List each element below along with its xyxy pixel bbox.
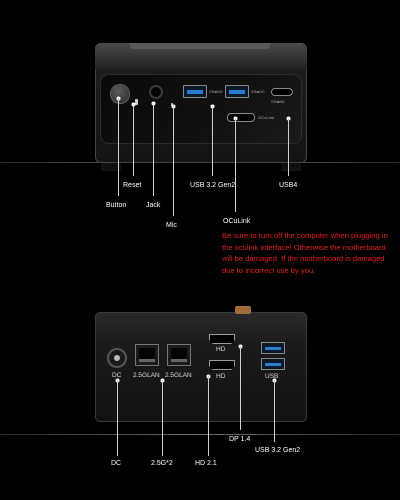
usb32-callout-line — [212, 106, 213, 176]
device-foot-left — [101, 163, 121, 171]
dc-power-jack — [109, 350, 125, 366]
hdmi-port — [209, 360, 235, 370]
hd21-label: HD 2.1 — [195, 460, 217, 467]
dp14-callout-line — [240, 346, 241, 430]
audio-jack — [151, 87, 161, 97]
oculink-label: OCuLink — [223, 218, 251, 225]
usb-port-label: USB — [265, 373, 279, 380]
usb4-callout-line — [288, 118, 289, 176]
lan2-port-label: 2.5GLAN — [165, 372, 192, 379]
usb-a-1-marking: SS⇄10 — [209, 89, 223, 94]
oculink-callout-line — [235, 118, 236, 212]
table-edge-bottom — [0, 434, 400, 435]
usb32-bottom-label: USB 3.2 Gen2 — [255, 447, 301, 454]
dc-callout-line — [117, 380, 118, 456]
lan-label: 2.5G*2 — [151, 460, 173, 467]
rear-usb-port-2 — [261, 358, 285, 370]
oculink-warning-text: Be sure to turn off the computer when pl… — [222, 231, 388, 275]
usb-a-2-marking: SS⇄10 — [251, 89, 265, 94]
button-callout-line — [118, 98, 119, 196]
lan1-port-label: 2.5GLAN — [133, 372, 160, 379]
lan-callout-line — [162, 380, 163, 456]
dc-label: DC — [111, 460, 122, 467]
usb32-top-label: USB 3.2 Gen2 — [190, 182, 236, 189]
usb32-bottom-callout-line — [274, 380, 275, 442]
reset-callout-line — [133, 104, 134, 176]
usb4-port — [271, 88, 293, 96]
oculink-marking: OCuLink — [258, 115, 275, 120]
hd-bottom-port-label: HD — [216, 373, 226, 380]
reset-label: Reset — [123, 182, 142, 189]
mini-pc-front: SS⇄10 SS⇄10 SS⇄40 OCuLink — [95, 43, 307, 171]
lan-port-2 — [167, 344, 191, 366]
mic-callout-line — [173, 106, 174, 216]
usb-a-port-1 — [183, 85, 207, 98]
hd-top-port-label: HD — [216, 346, 226, 353]
button-label: Button — [106, 202, 127, 209]
usb-a-port-2 — [225, 85, 249, 98]
dp14-label: DP 1.4 — [229, 436, 251, 443]
oculink-port — [227, 113, 255, 122]
dc-port-label: DC — [112, 372, 122, 379]
rear-top-tab — [235, 306, 251, 314]
hd21-callout-line — [208, 376, 209, 456]
usb-c-marking: SS⇄40 — [271, 99, 285, 104]
lan-port-1 — [135, 344, 159, 366]
jack-label: Jack — [146, 202, 161, 209]
mic-label: Mic — [166, 222, 177, 229]
mini-pc-rear: DC 2.5GLAN 2.5GLAN HD HD USB — [95, 306, 307, 422]
rear-usb-port-1 — [261, 342, 285, 354]
power-button — [111, 85, 129, 103]
displayport-port — [209, 334, 235, 344]
jack-callout-line — [153, 103, 154, 196]
lid-strip — [130, 43, 270, 49]
front-io-panel: SS⇄10 SS⇄10 SS⇄40 OCuLink — [101, 75, 301, 143]
reset-pinhole — [135, 99, 138, 105]
usb4-label: USB4 — [279, 182, 298, 189]
device-foot-right — [281, 163, 301, 171]
